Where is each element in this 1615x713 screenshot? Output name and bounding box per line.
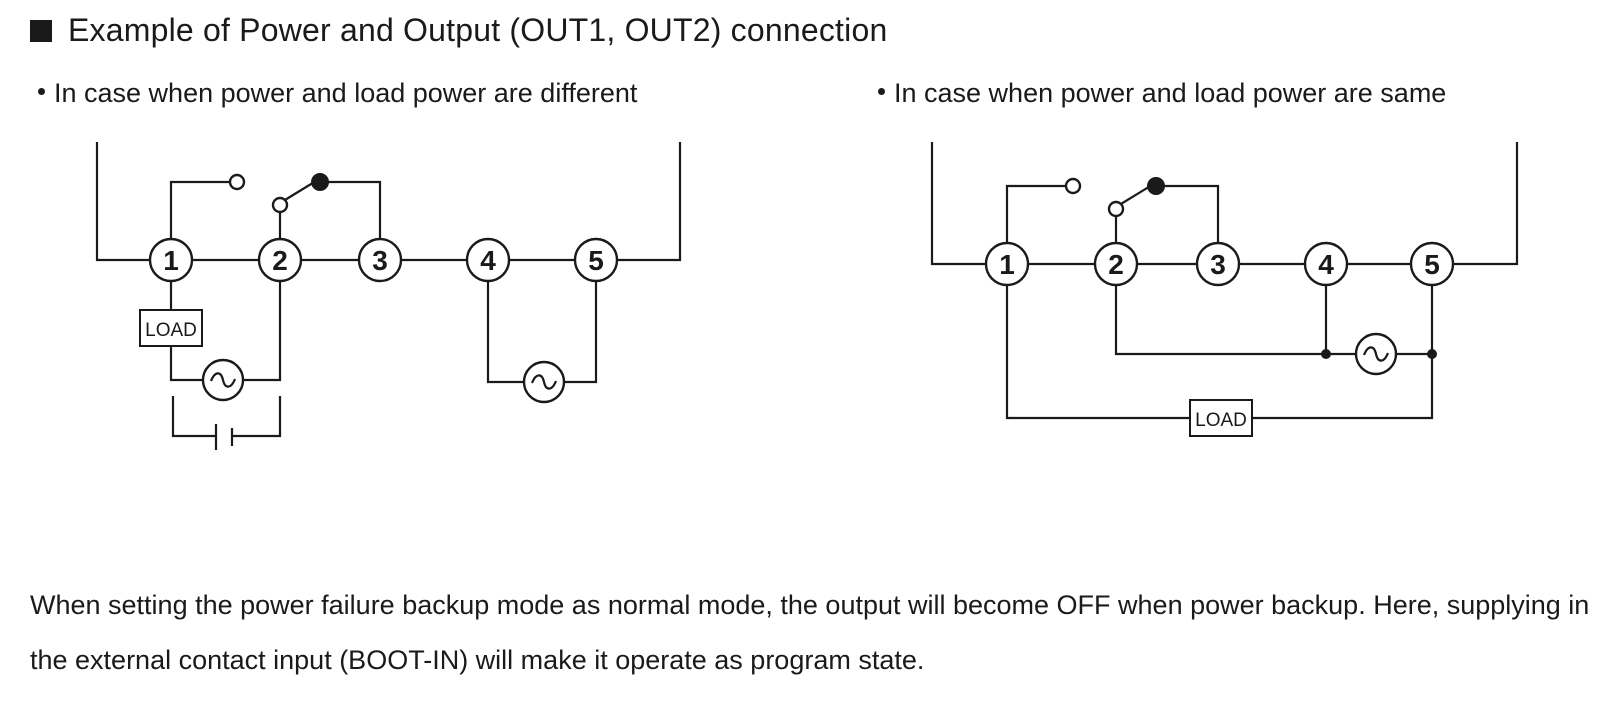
section-heading: Example of Power and Output (OUT1, OUT2)…: [30, 12, 887, 49]
terminal-4: 4: [1303, 241, 1349, 287]
wire-nc-contact: [1005, 184, 1066, 243]
description-paragraph: When setting the power failure backup mo…: [30, 590, 1590, 675]
wire-frame-right: [617, 142, 682, 262]
terminal-4: 4: [465, 237, 511, 283]
bullet-dot-icon: [878, 88, 885, 96]
svg-text:2: 2: [272, 245, 288, 276]
svg-text:3: 3: [372, 245, 388, 276]
svg-text:1: 1: [999, 249, 1015, 280]
terminal-3: 3: [357, 237, 403, 283]
wire-nc-contact: [169, 180, 230, 239]
dc-source-icon: [214, 424, 234, 450]
wire-no-contact: [1156, 184, 1220, 243]
caption-same-text: In case when power and load power are sa…: [894, 78, 1447, 108]
wire-common-arm: [1114, 184, 1153, 243]
wire-frame-left: [95, 142, 150, 262]
svg-text:4: 4: [1318, 249, 1334, 280]
terminal-3: 3: [1195, 241, 1241, 287]
common-contact-point-icon: [271, 196, 289, 214]
nc-contact-point-icon: [1064, 177, 1082, 195]
wire-common-arm: [278, 180, 317, 239]
svg-text:3: 3: [1210, 249, 1226, 280]
terminal-2: 2: [1093, 241, 1139, 287]
wire-no-contact: [320, 180, 382, 239]
nc-contact-point-icon: [228, 173, 246, 191]
caption-different: In case when power and load power are di…: [38, 78, 637, 109]
terminal-2: 2: [257, 237, 303, 283]
wire-frame-right: [1454, 142, 1519, 266]
terminal-5: 5: [573, 237, 619, 283]
wire-dc-alternative: [171, 396, 282, 438]
load-label: LOAD: [1195, 410, 1247, 431]
wire-power-supply: [486, 281, 598, 384]
caption-different-text: In case when power and load power are di…: [54, 78, 638, 108]
square-bullet-icon: [30, 19, 52, 42]
svg-text:4: 4: [480, 245, 496, 276]
common-contact-point-icon: [1107, 200, 1125, 218]
svg-text:5: 5: [588, 245, 604, 276]
wiring-diagram-same: LOAD 1 2 3 4 5: [930, 142, 1519, 437]
svg-text:2: 2: [1108, 249, 1124, 280]
terminal-1: 1: [148, 237, 194, 283]
terminal-5: 5: [1409, 241, 1455, 287]
wire-load-return: [169, 281, 282, 382]
load-label: LOAD: [145, 320, 197, 341]
terminal-1: 1: [984, 241, 1030, 287]
caption-same: In case when power and load power are sa…: [878, 78, 1446, 109]
svg-text:5: 5: [1424, 249, 1440, 280]
wire-load-loop: [1005, 285, 1434, 420]
bullet-dot-icon: [38, 88, 45, 96]
junction-dot-icon: [1321, 349, 1331, 359]
wiring-diagram-different: LOAD 1 2 3 4 5: [95, 142, 682, 450]
load-box: [1189, 399, 1253, 437]
svg-text:1: 1: [163, 245, 179, 276]
heading-text: Example of Power and Output (OUT1, OUT2)…: [68, 12, 888, 48]
wire-frame-left: [930, 142, 986, 266]
